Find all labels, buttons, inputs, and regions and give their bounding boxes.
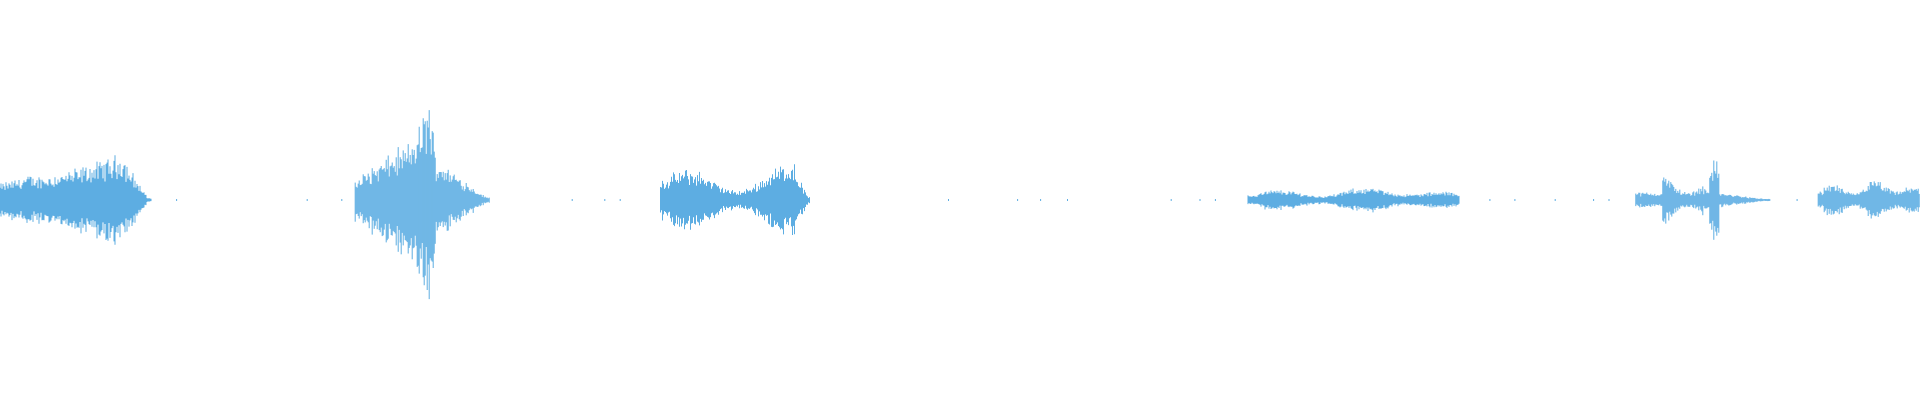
waveform-bars — [0, 110, 1920, 300]
